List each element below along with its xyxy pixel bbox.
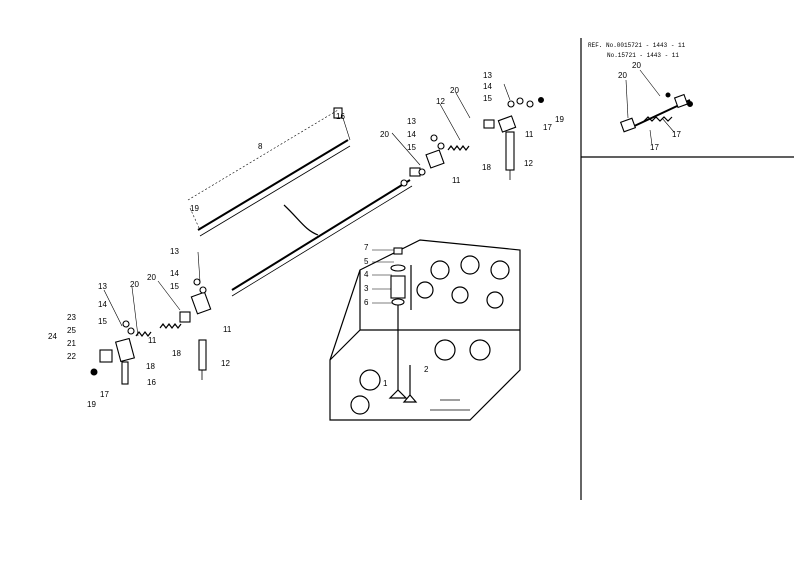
callout-14: 14 — [98, 300, 107, 309]
callout-3: 3 — [364, 284, 369, 293]
ref-note-line1: REF. No.0015721 - 1443 - 11 — [588, 42, 686, 49]
callout-18: 18 — [146, 362, 155, 371]
ref-note-line2: No.15721 - 1443 - 11 — [607, 52, 679, 59]
leader-lines — [103, 92, 471, 337]
callout-4: 4 — [364, 270, 369, 279]
callout-19: 19 — [190, 204, 199, 213]
callout-21: 21 — [67, 339, 76, 348]
callout-13: 13 — [407, 117, 416, 126]
callout-15: 15 — [407, 143, 416, 152]
callout-17: 17 — [672, 130, 681, 139]
ref-note: REF. No.0015721 - 1443 - 11 No.15721 - 1… — [588, 42, 686, 59]
callout-11: 11 — [223, 325, 232, 334]
callout-19: 19 — [87, 400, 96, 409]
rocker-group-middle-left — [159, 278, 212, 380]
callout-16: 16 — [147, 378, 156, 387]
inset-rocker-assembly — [619, 69, 693, 146]
callout-24: 24 — [48, 332, 57, 341]
callout-13: 13 — [98, 282, 107, 291]
callout-19: 19 — [555, 115, 564, 124]
callout-12: 12 — [524, 159, 533, 168]
callout-20: 20 — [632, 61, 641, 70]
callout-15: 15 — [170, 282, 179, 291]
callout-25: 25 — [67, 326, 76, 335]
callout-1: 1 — [383, 379, 388, 388]
callout-17: 17 — [100, 390, 109, 399]
callout-14: 14 — [407, 130, 416, 139]
callout-14: 14 — [170, 269, 179, 278]
callout-labels: 13 14 15 17 19 20 11 12 20 13 14 15 18 1… — [48, 61, 681, 409]
callout-23: 23 — [67, 313, 76, 322]
callout-5: 5 — [364, 257, 369, 266]
callout-11: 11 — [525, 130, 534, 139]
callout-20: 20 — [618, 71, 627, 80]
callout-20: 20 — [147, 273, 156, 282]
inset-frame — [580, 38, 794, 500]
rocker-shaft — [231, 179, 413, 297]
callout-20: 12 — [436, 97, 445, 106]
cylinder-head — [329, 239, 521, 421]
callout-12: 12 — [221, 359, 230, 368]
callout-17: 17 — [543, 123, 552, 132]
callout-11: 11 — [452, 176, 461, 185]
callout-20: 20 — [380, 130, 389, 139]
callout-16: 16 — [336, 112, 345, 121]
callout-13: 13 — [170, 247, 179, 256]
callout-14: 14 — [483, 82, 492, 91]
callout-8: 8 — [258, 142, 263, 151]
callout-11: 11 — [148, 336, 157, 345]
callout-2: 2 — [424, 365, 429, 374]
callout-22: 22 — [67, 352, 76, 361]
callout-17: 17 — [650, 143, 659, 152]
callout-20: 20 — [450, 86, 459, 95]
rocker-group-far-left — [90, 320, 152, 385]
callout-20: 20 — [130, 280, 139, 289]
callout-15: 15 — [483, 94, 492, 103]
callout-13: 13 — [483, 71, 492, 80]
valve-assembly — [388, 247, 418, 403]
rocker-group-upper-right — [483, 83, 544, 180]
callout-6: 6 — [364, 298, 369, 307]
push-rod — [187, 107, 351, 237]
callout-7: 7 — [364, 243, 369, 252]
callout-18: 18 — [482, 163, 491, 172]
callout-15: 15 — [98, 317, 107, 326]
rocker-group-lower-right — [400, 134, 470, 187]
callout-18: 18 — [172, 349, 181, 358]
